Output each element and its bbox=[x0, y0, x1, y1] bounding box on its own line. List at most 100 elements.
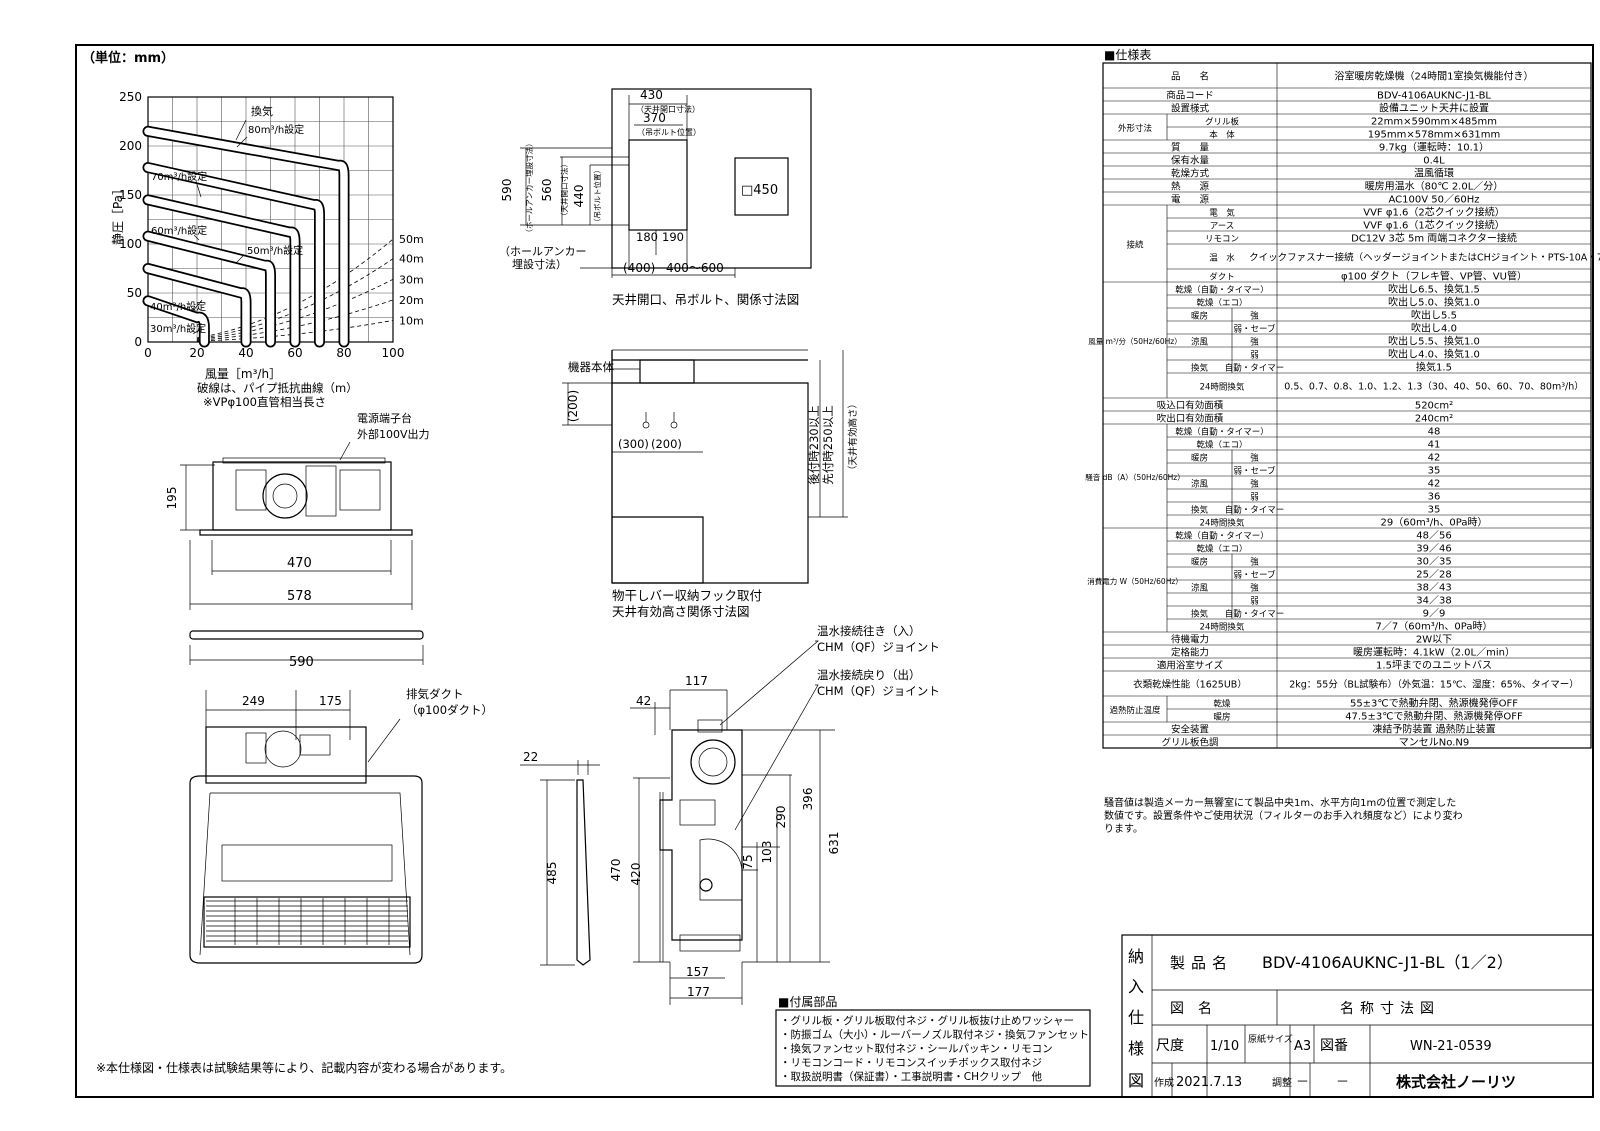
hook-title1: 物干しバー収納フック取付 bbox=[612, 588, 762, 603]
spec-sub-37: 強 bbox=[1250, 583, 1259, 594]
tb-company: 株式会社ノーリツ bbox=[1396, 1073, 1516, 1091]
spec-value-10: VVF φ1.6（2芯クイック接続） bbox=[1363, 206, 1504, 219]
lbl-tenjou: （天井開口寸法） bbox=[636, 104, 700, 114]
spec-label1-23: 吸込口有効面積 bbox=[1157, 400, 1224, 412]
spec-sub-38: 弱 bbox=[1250, 597, 1259, 607]
dim-590-top: 590 bbox=[500, 179, 514, 202]
spec-label1-6: 保有水量 bbox=[1171, 155, 1210, 167]
y-tick-150: 150 bbox=[119, 188, 142, 202]
spec-value-22: 0.5、0.7、0.8、1.0、1.2、1.3（30、40、50、60、70、8… bbox=[1284, 381, 1583, 393]
spec-label2-15: 乾燥（自動・タイマー） bbox=[1175, 285, 1269, 296]
spec-label2-31: 換気 bbox=[1191, 505, 1209, 516]
dim-440: 440 bbox=[572, 185, 586, 208]
sq-450: □450 bbox=[741, 183, 778, 198]
dim-180: 180 bbox=[636, 230, 658, 244]
front-grille bbox=[203, 896, 411, 948]
h-eff: （天井有効高さ） bbox=[847, 399, 859, 475]
spec-value-6: 0.4L bbox=[1423, 156, 1445, 167]
spec-value-46: 47.5±3℃で熱動弁閉、熱源機発停OFF bbox=[1345, 710, 1523, 723]
spec-value-16: 吹出し5.0、換気1.0 bbox=[1388, 296, 1480, 309]
spec-value-8: 暖房用温水（80℃ 2.0L／分） bbox=[1365, 180, 1504, 193]
spec-value-26: 41 bbox=[1428, 440, 1441, 451]
tb-scale-label: 尺度 bbox=[1156, 1038, 1184, 1054]
x-tick-80: 80 bbox=[336, 346, 351, 360]
lbl-hole2a: （ホールアンカー bbox=[499, 245, 587, 258]
spec-label2-22: 24時間換気 bbox=[1200, 382, 1245, 393]
unit-side-drawing: 117 42 470 420 396 290 103 75 631 157 17… bbox=[609, 624, 940, 1005]
acc-line-2: ・換気ファンセット取付ネジ・シールパッキン・リモコン bbox=[780, 1042, 1053, 1055]
spec-value-13: クイックファスナー接続（ヘッダージョイントまたはCHジョイント・PTS-10A・… bbox=[1249, 252, 1600, 264]
label-50: 50m³/h設定 bbox=[247, 244, 303, 257]
spec-value-20: 吹出し4.0、換気1.0 bbox=[1388, 348, 1480, 361]
spec-value-14: φ100 ダクト（フレキ管、VP管、VU管） bbox=[1341, 270, 1527, 283]
series-inner-5 bbox=[144, 297, 209, 346]
sheet-border bbox=[75, 44, 1594, 1098]
spec-label2-13: 温 水 bbox=[1209, 253, 1235, 264]
tb-paper-label: 原紙サイズ bbox=[1248, 1033, 1293, 1045]
dim-249: 249 bbox=[242, 694, 265, 708]
ceiling-title: 天井開口、吊ボルト、関係寸法図 bbox=[612, 292, 799, 307]
kiki-label: 機器本体 bbox=[568, 360, 614, 374]
series-inner-0 bbox=[144, 127, 348, 346]
spec-label1-0: 品 名 bbox=[1171, 71, 1209, 83]
spec-value-5: 9.7kg（運転時：10.1） bbox=[1379, 142, 1489, 154]
tb-made-label: 作成 bbox=[1154, 1077, 1174, 1089]
dim-157: 157 bbox=[686, 965, 709, 979]
spec-sub-18: 弱・セーブ bbox=[1234, 324, 1276, 335]
pipe-label-50m: 50m bbox=[399, 233, 424, 246]
title-block: 納 入 仕 様 図 製品名 BDV-4106AUKNC-J1-BL（1／2） 図… bbox=[1121, 934, 1594, 1098]
spec-sub-36: 弱・セーブ bbox=[1234, 570, 1276, 581]
tb-fig-value: 名称寸法図 bbox=[1340, 1001, 1440, 1017]
ceiling-opening-drawing: 430 （天井開口寸法） 370 （吊ボルト位置） 590 （ホールアンカー埋設… bbox=[499, 88, 812, 307]
spec-sub-30: 弱 bbox=[1250, 493, 1259, 503]
spec-value-41: 2W以下 bbox=[1416, 635, 1452, 646]
spec-label2-34: 乾燥（エコ） bbox=[1196, 544, 1247, 555]
x-tick-20: 20 bbox=[189, 346, 204, 360]
haiki-label: 排気ダクト bbox=[406, 687, 464, 701]
label-80: 80m³/h設定 bbox=[248, 123, 304, 136]
dim-560: 560 bbox=[540, 179, 554, 202]
tb-fig-label: 図 名 bbox=[1170, 1001, 1212, 1017]
spec-value-4: 195mm×578mm×631mm bbox=[1368, 130, 1500, 141]
spec-value-19: 吹出し5.5、換気1.0 bbox=[1388, 335, 1480, 348]
spec-label2-39: 換気 bbox=[1191, 609, 1209, 620]
series-inner-4 bbox=[144, 264, 250, 346]
dim-485: 485 bbox=[545, 862, 559, 885]
spec-value-32: 29（60m³/h、0Pa時） bbox=[1381, 517, 1488, 529]
spec-table: ■仕様表 浴室暖房乾燥機（24時間1室換気機能付き）品 名BDV-4106AUK… bbox=[1085, 48, 1600, 835]
chart-note1: 破線は、パイプ抵抗曲線（m） bbox=[197, 381, 358, 395]
spec-value-29: 42 bbox=[1428, 479, 1441, 490]
spec-label2-37: 涼風 bbox=[1191, 583, 1209, 594]
dim-195: 195 bbox=[165, 487, 179, 510]
spec-label2-17: 暖房 bbox=[1191, 311, 1208, 322]
h-230: 後付時230以上 bbox=[807, 405, 821, 484]
y-tick-0: 0 bbox=[134, 335, 142, 349]
spec-label1-48: グリル板色調 bbox=[1161, 737, 1218, 749]
spec-sub-27: 強 bbox=[1250, 453, 1259, 464]
series-inner-2 bbox=[144, 196, 299, 346]
spec-value-43: 1.5坪までのユニットバス bbox=[1376, 659, 1492, 672]
spec-note-2: 数値です。設置条件やご使用状況（フィルターのお手入れ頻度など）により変わ bbox=[1104, 809, 1463, 822]
spec-label1-8: 熱 源 bbox=[1171, 181, 1210, 193]
tb-adj-label: 調整 bbox=[1272, 1076, 1292, 1089]
tb-adj-value2: － bbox=[1336, 1075, 1349, 1090]
dim-200b: (200) bbox=[651, 437, 682, 451]
pipe-label-20m: 20m bbox=[399, 294, 424, 307]
spec-label2-33: 乾燥（自動・タイマー） bbox=[1175, 531, 1269, 542]
spec-label1-2: 設置様式 bbox=[1171, 103, 1210, 115]
spec-label2-19: 涼風 bbox=[1191, 337, 1209, 348]
label-vent: 換気 bbox=[251, 104, 273, 118]
h-250: 先付時250以上 bbox=[821, 405, 835, 484]
spec-value-45: 55±3℃で熱動弁閉、熱源機発停OFF bbox=[1350, 697, 1518, 710]
tb-dwg-value: WN-21-0539 bbox=[1410, 1039, 1492, 1054]
spec-label2-32: 24時間換気 bbox=[1200, 518, 1245, 529]
dim-430: 430 bbox=[640, 88, 663, 102]
dim-200a: (200) bbox=[566, 390, 580, 422]
dim-300: (300) bbox=[618, 437, 649, 451]
spec-label2-40: 24時間換気 bbox=[1200, 622, 1245, 633]
spec-value-15: 吹出し6.5、換気1.5 bbox=[1388, 283, 1480, 296]
spec-rows: 浴室暖房乾燥機（24時間1室換気機能付き）品 名BDV-4106AUKNC-J1… bbox=[1085, 62, 1600, 749]
